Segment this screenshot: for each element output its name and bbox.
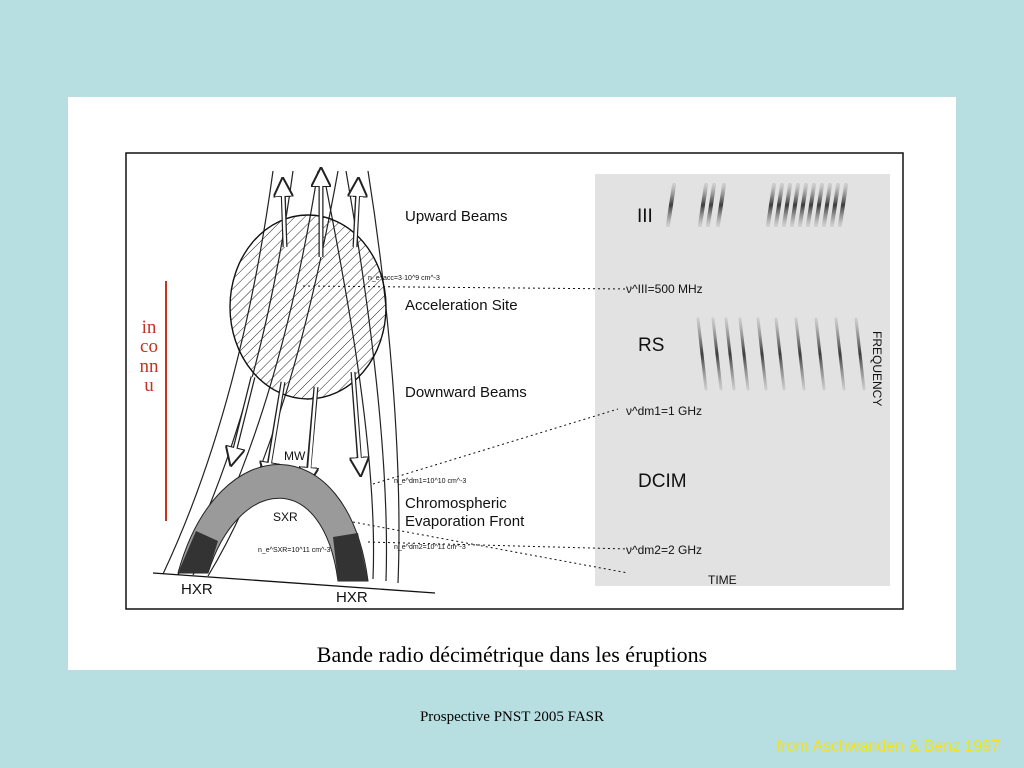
label-frequency-axis: FREQUENCY <box>870 331 884 406</box>
type-iii-burst <box>706 183 716 227</box>
label-density-sxr: n_e^SXR=10^11 cm^-3 <box>258 547 331 554</box>
footer-text: Prospective PNST 2005 FASR <box>419 709 605 725</box>
sxr-loop <box>177 464 369 582</box>
type-iii-burst <box>774 183 784 227</box>
hxr-footpoint-left <box>178 531 218 573</box>
label-freq-1ghz: ν^dm1=1 GHz <box>626 404 702 418</box>
type-iii-bursts <box>666 183 848 227</box>
type-iii-burst <box>716 183 726 227</box>
chromosphere-line <box>152 572 436 594</box>
label-freq-500mhz: ν^III=500 MHz <box>626 282 703 296</box>
rs-burst <box>724 317 736 391</box>
label-upward-beams: Upward Beams <box>405 208 508 225</box>
type-iii-burst <box>798 183 808 227</box>
type-iii-burst <box>698 183 708 227</box>
rs-burst <box>854 317 866 391</box>
spectrum-panel <box>595 174 890 586</box>
label-sxr: SXR <box>273 510 298 524</box>
label-density-dm1: n_e^dm1=10^10 cm^-3 <box>394 478 466 485</box>
label-acceleration-site: Acceleration Site <box>405 297 518 314</box>
inconnu-bracket <box>165 281 167 521</box>
type-iii-burst <box>666 183 676 227</box>
rs-burst <box>814 317 826 391</box>
label-density-acc: n_e^acc=3·10^9 cm^-3 <box>368 275 440 282</box>
label-chromospheric: Chromospheric <box>405 495 507 512</box>
type-iii-burst <box>806 183 816 227</box>
figure-frame <box>125 152 904 610</box>
label-type-iii: III <box>637 206 653 227</box>
inconnu-text: inconnu <box>139 317 159 396</box>
type-iii-burst <box>830 183 840 227</box>
type-iii-burst <box>822 183 832 227</box>
label-time-axis: TIME <box>708 573 737 587</box>
acceleration-region <box>229 214 387 400</box>
rs-burst <box>696 317 708 391</box>
figure-caption: Bande radio décimétrique dans les érupti… <box>316 642 708 667</box>
rs-burst <box>738 317 750 391</box>
label-evaporation-front: Evaporation Front <box>405 513 525 530</box>
type-iii-burst <box>838 183 848 227</box>
hxr-footpoint-right <box>333 533 368 581</box>
label-rs: RS <box>638 335 664 356</box>
rs-burst <box>756 317 768 391</box>
type-iii-burst <box>814 183 824 227</box>
label-freq-2ghz: ν^dm2=2 GHz <box>626 543 702 557</box>
label-hxr-right: HXR <box>336 589 368 606</box>
type-iii-burst <box>766 183 776 227</box>
dcim-bursts <box>721 413 830 557</box>
label-mw: MW <box>284 449 306 463</box>
label-density-dm2: n_e^dm2=10^11 cm^-3 <box>394 544 466 551</box>
rs-burst <box>711 317 723 391</box>
connector-lines <box>302 285 629 574</box>
rs-burst <box>794 317 806 391</box>
flare-diagram: Upward Beams Acceleration Site Downward … <box>125 152 904 610</box>
rs-bursts <box>696 317 866 391</box>
type-iii-burst <box>790 183 800 227</box>
rs-burst <box>774 317 786 391</box>
label-dcim: DCIM <box>638 471 687 492</box>
type-iii-burst <box>782 183 792 227</box>
label-hxr-left: HXR <box>181 581 213 598</box>
rs-burst <box>834 317 846 391</box>
credit-text: from Aschwanden & Benz 1997 <box>776 738 1000 755</box>
label-downward-beams: Downward Beams <box>405 384 527 401</box>
figure-panel: Upward Beams Acceleration Site Downward … <box>68 97 956 670</box>
